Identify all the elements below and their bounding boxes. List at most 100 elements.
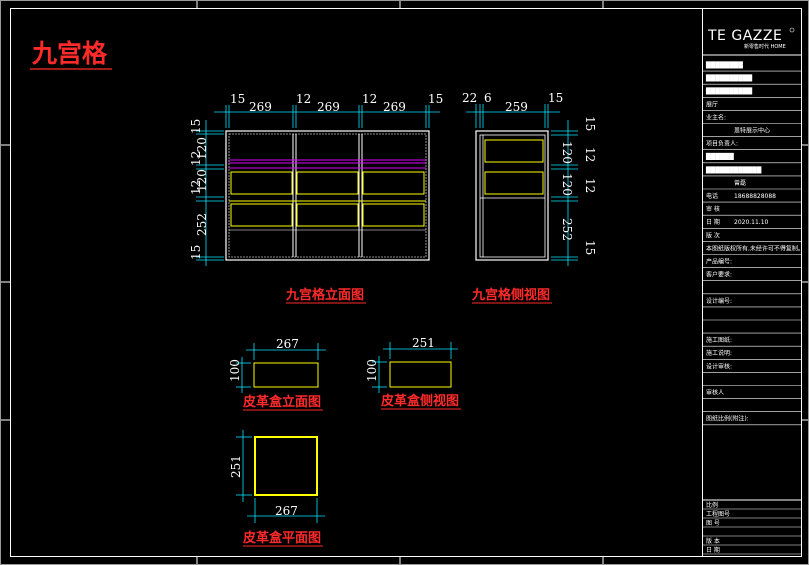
- title-block-row-label: 审 核: [706, 205, 720, 213]
- grid-front-dim-top-3: 269: [317, 100, 340, 114]
- title-block-row-label: 客户要求:: [706, 271, 732, 279]
- box-plan-dimensions: [236, 430, 325, 523]
- grid-side-dim-right-1: 120: [560, 141, 574, 164]
- title-block-row-value: 恩特展示中心: [734, 127, 770, 135]
- grid-front-title: 九宫格立面图: [285, 287, 364, 303]
- title-block-row-value: 18688828088: [734, 193, 776, 200]
- box-side-title: 皮革盒侧视图: [380, 393, 459, 409]
- box-front-width-label: 267: [276, 337, 299, 351]
- title-block-row-value: 2020.11.10: [734, 219, 769, 226]
- box-front-height-label: 100: [228, 359, 242, 382]
- title-block-row-label: ██████: [705, 153, 734, 161]
- grid-side-dim-right-6: 15: [583, 240, 597, 255]
- title-block-frame: [702, 8, 802, 557]
- brand-logo-text: TE GAZZE: [707, 28, 782, 44]
- grid-front-dim-top-0: 15: [230, 92, 245, 106]
- box-side-view: 251 100 皮革盒侧视图: [365, 336, 461, 410]
- grid-front-inner-frame: [228, 133, 427, 258]
- title-block-row-label: 展厅: [706, 101, 718, 108]
- title-block-row-value: 曾磊: [734, 179, 746, 187]
- title-block-bottom-label: 日 期: [706, 546, 720, 554]
- grid-side-right-dim-labels: 15 120 12 120 12 252 15: [560, 116, 597, 255]
- title-block-row-label: 日 期: [706, 218, 720, 226]
- grid-front-dim-top-2: 12: [296, 92, 311, 106]
- title-block-row-label: 版 次: [706, 231, 720, 239]
- box-front-dimensions: [236, 343, 326, 393]
- grid-side-outer-frame: [475, 130, 549, 261]
- title-block-row-label: 电话: [706, 192, 718, 200]
- grid-side-shelf-2: [484, 171, 544, 195]
- grid-front-dim-left-0: 15: [189, 119, 203, 134]
- sheet-title: 九宫格: [31, 39, 108, 68]
- grid-front-dim-left-4: 120: [195, 169, 209, 192]
- brand-tagline: 新零售时代 HOME: [744, 43, 786, 50]
- box-plan-outline: [254, 436, 318, 496]
- title-block-row-label: 本图纸版权所有,未经许可不得复制。: [706, 244, 804, 252]
- title-block: TE GAZZE 新零售时代 HOME ████████████████████…: [702, 8, 804, 557]
- grid-side-dim-top-2: 259: [505, 100, 528, 114]
- box-front-title: 皮革盒立面图: [242, 394, 321, 410]
- title-block-row-label: 图纸比例(附注):: [706, 415, 749, 423]
- title-block-row-label: 施工图纸:: [706, 336, 732, 344]
- grid-side-shelf-1: [484, 139, 544, 163]
- box-plan-view: 267 251 皮革盒平面图: [229, 430, 325, 547]
- box-side-width-label: 251: [412, 336, 435, 350]
- grid-side-dim-right-0: 15: [583, 116, 597, 131]
- grid-front-dim-left-5: 252: [195, 213, 209, 236]
- grid-side-inner-frame: [479, 134, 546, 258]
- title-block-row-label: 项目负责人:: [706, 140, 738, 148]
- box-side-outline: [389, 361, 452, 388]
- grid-front-dim-top-5: 269: [383, 100, 406, 114]
- sheet-inner-border: [10, 8, 802, 557]
- grid-side-right-dimension-chain: [551, 120, 578, 266]
- grid-side-dim-top-1: 6: [484, 91, 492, 105]
- box-front-outline: [253, 362, 319, 388]
- grid-front-dim-left-3: 12: [189, 180, 203, 195]
- grid-side-dim-right-3: 120: [560, 173, 574, 196]
- title-block-bottom-label: 比例: [706, 501, 718, 509]
- title-block-bottom-label: 工程图号: [706, 510, 730, 518]
- title-block-row-label: 审核人: [706, 389, 724, 397]
- grid-front-left-dim-labels: 15 12 120 12 120 252 15: [189, 119, 209, 260]
- grid-front-dim-top-1: 269: [249, 100, 272, 114]
- title-block-row-label: 施工说明:: [706, 349, 732, 357]
- title-block-bottom-label: 版 本: [706, 537, 720, 545]
- grid-side-dim-right-5: 252: [560, 218, 574, 241]
- grid-front-dim-top-4: 12: [362, 92, 377, 106]
- grid-front-dim-left-6: 15: [189, 245, 203, 260]
- grid-side-view: 22 6 259 15 15 120 12 120 12 252 15 九宫格侧…: [462, 91, 597, 304]
- grid-side-dim-top-0: 22: [462, 91, 477, 105]
- title-block-row-label: 设计审核:: [706, 362, 732, 370]
- title-block-row-label: ████████: [705, 61, 743, 69]
- grid-front-elevation: 15 269 12 269 12 269 15 15 12 120 12 120…: [189, 92, 443, 304]
- box-front-elevation: 267 100 皮革盒立面图: [228, 337, 326, 411]
- grid-side-dim-right-2: 12: [583, 147, 597, 162]
- title-block-rows: ████████████████████████████展厅业主名:恩特展示中心…: [702, 61, 804, 426]
- grid-front-dim-top-6: 15: [428, 92, 443, 106]
- grid-front-outer-frame: [225, 130, 430, 261]
- title-block-row-label: ████████████: [705, 166, 762, 174]
- box-side-dimensions: [372, 342, 458, 393]
- grid-front-top-dimension-chain: [214, 105, 440, 128]
- box-side-height-label: 100: [365, 359, 379, 382]
- title-block-row-label: ██████████: [705, 74, 753, 82]
- title-block-row-label: ██████████: [705, 87, 753, 95]
- grid-front-yellow-shelves: [229, 171, 426, 227]
- brand-registered-icon: [789, 27, 795, 33]
- title-block-row-label: 产品编号:: [706, 258, 732, 266]
- grid-side-title: 九宫格侧视图: [471, 287, 550, 303]
- box-plan-width-label: 267: [275, 504, 298, 518]
- title-block-bottom-label: 图 号: [706, 520, 720, 527]
- title-block-row-label: 设计编号:: [706, 297, 732, 305]
- grid-front-left-dimension-chain: [196, 120, 224, 266]
- grid-front-dim-left-2: 120: [195, 137, 209, 160]
- grid-side-dim-top-3: 15: [548, 91, 563, 105]
- box-plan-depth-label: 251: [229, 455, 243, 478]
- box-plan-title: 皮革盒平面图: [242, 530, 321, 546]
- grid-front-magenta-shelves: [229, 159, 426, 169]
- grid-front-dim-left-1: 12: [189, 151, 203, 166]
